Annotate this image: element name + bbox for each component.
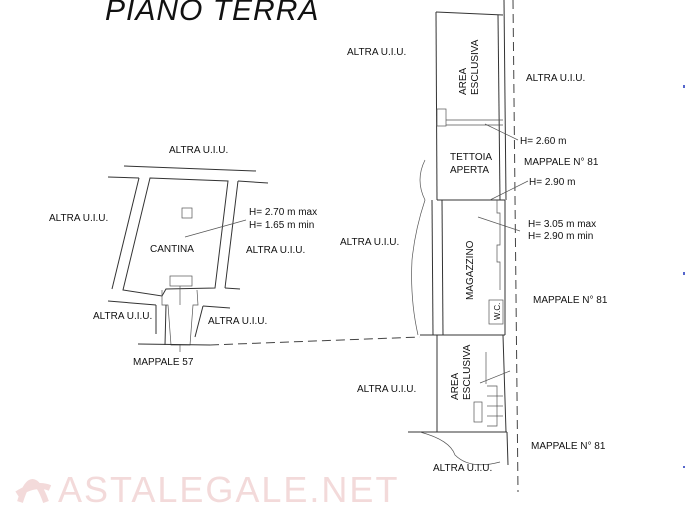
room-label-area-esclusiva-bottom: AREA	[450, 372, 461, 400]
neighbor-label: ALTRA U.I.U.	[169, 145, 228, 156]
room-label-area-esclusiva-top: AREA	[458, 67, 469, 95]
room-label-area-esclusiva-top-2: ESCLUSIVA	[470, 39, 481, 95]
height-label-cantina-max: H= 2.70 m max	[249, 207, 317, 218]
neighbor-label: ALTRA U.I.U.	[246, 245, 305, 256]
height-label-260: H= 2.60 m	[520, 136, 566, 147]
height-label-magazzino-min: H= 2.90 m min	[528, 231, 593, 242]
mappale-81-label: MAPPALE N° 81	[524, 157, 599, 168]
mappale-81-label: MAPPALE N° 81	[533, 295, 608, 306]
height-label-cantina-min: H= 1.65 m min	[249, 220, 314, 231]
watermark: ASTALEGALE.NET	[15, 469, 399, 510]
height-label-290: H= 2.90 m	[529, 177, 575, 188]
neighbor-label: ALTRA U.I.U.	[347, 47, 406, 58]
neighbor-label: ALTRA U.I.U.	[340, 237, 399, 248]
room-label-tettoia: TETTOIA	[450, 152, 492, 163]
neighbor-label: ALTRA U.I.U.	[433, 463, 492, 474]
room-label-tettoia-2: APERTA	[450, 165, 489, 176]
room-label-area-esclusiva-bottom-2: ESCLUSIVA	[462, 344, 473, 400]
room-label-magazzino: MAGAZZINO	[465, 240, 476, 300]
watermark-text: ASTALEGALE.NET	[58, 469, 399, 510]
neighbor-label: ALTRA U.I.U.	[208, 316, 267, 327]
neighbor-label: ALTRA U.I.U.	[526, 73, 585, 84]
neighbor-label: ALTRA U.I.U.	[357, 384, 416, 395]
main-building	[408, 0, 529, 493]
cantina-building	[107, 165, 421, 352]
margin-marks	[683, 85, 685, 468]
height-label-magazzino-max: H= 3.05 m max	[528, 219, 596, 230]
neighbor-label: ALTRA U.I.U.	[93, 311, 152, 322]
mappale-81-label: MAPPALE N° 81	[531, 441, 606, 452]
page-title: PIANO TERRA	[105, 0, 319, 27]
room-label-wc: W.C.	[493, 303, 502, 320]
neighbor-label: ALTRA U.I.U.	[49, 213, 108, 224]
room-label-cantina: CANTINA	[150, 244, 194, 255]
mappale-57-label: MAPPALE 57	[133, 357, 194, 368]
